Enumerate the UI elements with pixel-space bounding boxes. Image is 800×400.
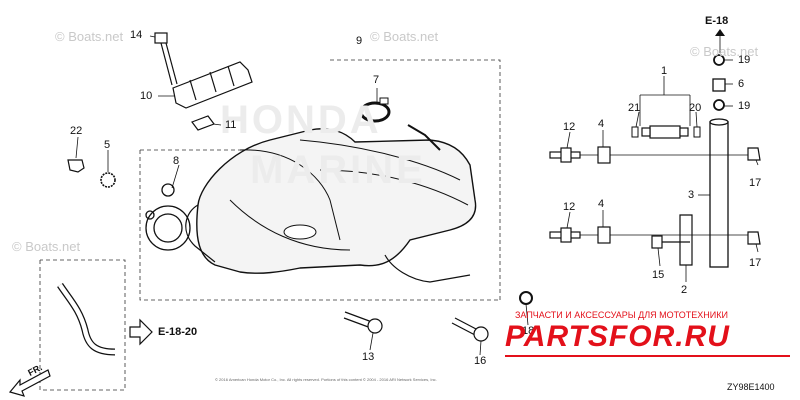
bolt-15	[651, 235, 690, 249]
callout-4-lower: 4	[598, 198, 605, 210]
callout-10: 10	[140, 90, 153, 102]
callout-5: 5	[104, 139, 111, 151]
bolt-14	[154, 32, 178, 86]
pipe-3	[709, 118, 729, 268]
watermark-brand-line1: HONDA	[220, 98, 382, 142]
callout-21: 21	[628, 102, 641, 114]
cap-17-upper	[747, 147, 761, 161]
bolt-16	[451, 317, 489, 342]
seal-20	[693, 126, 701, 138]
callout-16: 16	[474, 355, 487, 367]
watermark-boats: © Boats.net	[12, 239, 81, 254]
collar-4-lower	[597, 226, 611, 244]
copyright-text: © 2016 American Honda Motor Co., Inc. Al…	[215, 377, 437, 382]
callout-9: 9	[356, 35, 363, 47]
callout-4-upper: 4	[598, 118, 605, 130]
leader-lines	[75, 30, 759, 356]
shop-tagline: ЗАПЧАСТИ И АКСЕССУАРЫ ДЛЯ МОТОТЕХНИКИ	[515, 310, 728, 320]
nut-18	[519, 291, 533, 305]
intake-manifold	[185, 124, 477, 283]
seal-21	[631, 126, 639, 138]
diagram-code: ZY98E1400	[727, 382, 775, 392]
callout-12-upper: 12	[563, 121, 576, 133]
watermark-boats: © Boats.net	[55, 29, 124, 44]
bolt-13	[343, 311, 383, 334]
watermark-boats: © Boats.net	[370, 29, 439, 44]
ref-arrow-outline	[129, 318, 153, 346]
callout-20: 20	[689, 102, 702, 114]
assembly-frames	[39, 59, 501, 391]
callout-17-upper: 17	[749, 177, 762, 189]
callout-19-top: 19	[738, 54, 751, 66]
callout-22: 22	[70, 125, 83, 137]
hose-clamp-7	[359, 97, 391, 123]
callout-11: 11	[225, 119, 237, 131]
stud-12-lower	[549, 227, 581, 243]
collar-4-upper	[597, 146, 611, 164]
ref-e18-20[interactable]: E-18-20	[158, 326, 198, 338]
callout-12-lower: 12	[563, 201, 576, 213]
fuel-injector-1	[641, 125, 689, 139]
watermark-brand-line2: MARINE	[250, 148, 426, 192]
front-arrow	[8, 369, 51, 397]
shop-logo: PARTSFOR.RU	[505, 320, 730, 353]
stud-12-upper	[549, 147, 581, 163]
clip-11	[191, 115, 215, 131]
gasket-8	[145, 183, 191, 251]
callout-18: 18	[522, 325, 535, 337]
cap-17-lower	[747, 231, 761, 245]
o-ring-19-bottom	[713, 99, 725, 111]
bracket-2	[679, 214, 693, 266]
callout-1: 1	[661, 65, 668, 77]
callout-2: 2	[681, 284, 688, 296]
callout-19-bottom: 19	[738, 100, 751, 112]
callout-15: 15	[652, 269, 665, 281]
watermark-boats: © Boats.net	[690, 44, 759, 59]
grommet-22	[67, 159, 85, 173]
callout-17-lower: 17	[749, 257, 762, 269]
ref-e18[interactable]: E-18	[705, 15, 729, 27]
callout-14: 14	[130, 29, 143, 41]
joint-6	[712, 78, 726, 92]
callout-3: 3	[688, 189, 695, 201]
filter-5	[100, 172, 116, 188]
fuel-rail	[172, 61, 253, 109]
ref-up-arrow	[715, 29, 725, 36]
callout-13: 13	[362, 351, 375, 363]
callout-8: 8	[173, 155, 180, 167]
callout-6: 6	[738, 78, 745, 90]
callout-7: 7	[373, 74, 380, 86]
